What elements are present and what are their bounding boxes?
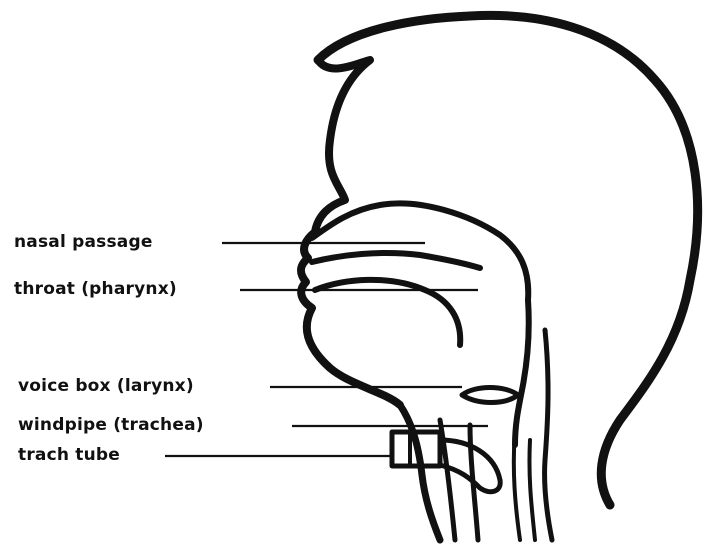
pharynx-back-wall — [515, 300, 529, 445]
trach-tube-label: trach tube — [18, 447, 120, 464]
nasal-passage-label: nasal passage — [14, 234, 153, 251]
spine — [545, 330, 552, 540]
head-outline — [318, 15, 698, 505]
throat-label: throat (pharynx) — [14, 281, 177, 298]
spine-back — [529, 440, 535, 540]
palate — [312, 253, 480, 268]
epiglottis — [462, 388, 518, 403]
voice-box-label: voice box (larynx) — [18, 378, 194, 395]
windpipe-label: windpipe (trachea) — [18, 417, 204, 434]
